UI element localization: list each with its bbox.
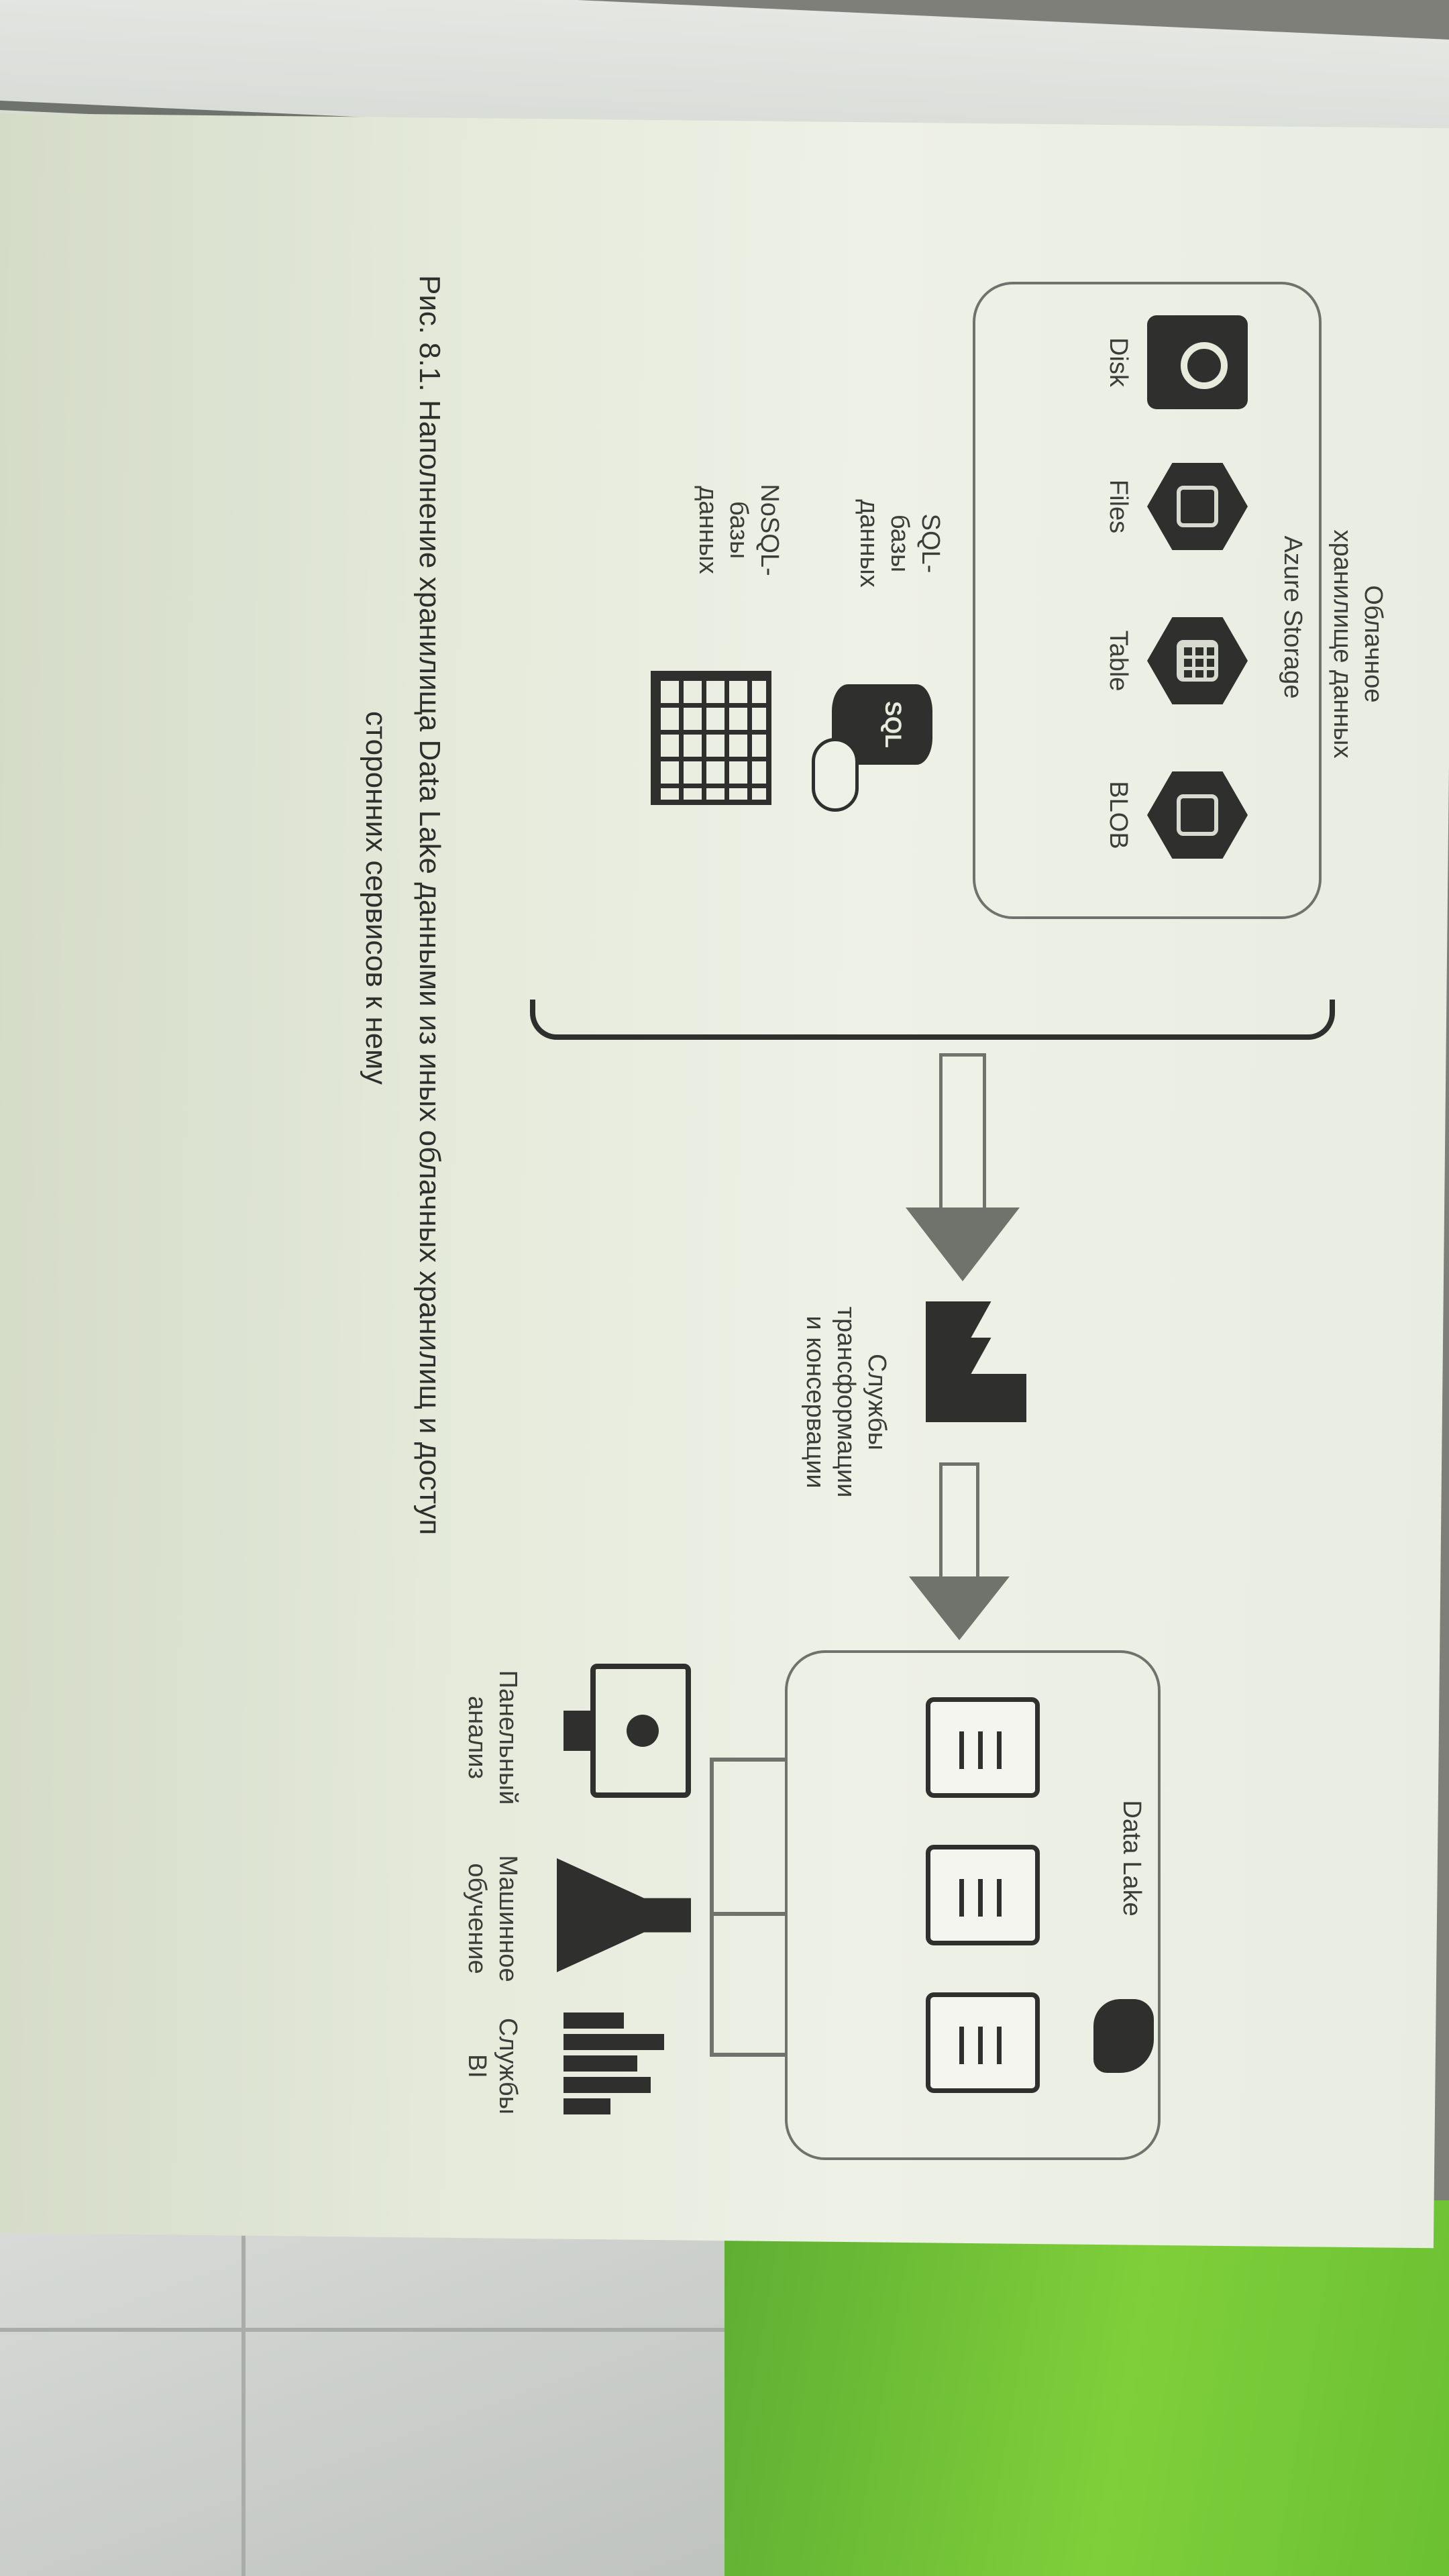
grouping-brace (530, 1000, 1335, 1040)
storage-item-label: Files (1104, 479, 1132, 534)
figure-caption: Рис. 8.1. Наполнение хранилища Data Lake… (413, 275, 446, 1536)
nosql-table-icon (651, 671, 771, 805)
tile-grout (0, 2328, 738, 2332)
arrow-shaft (939, 1053, 986, 1214)
bar-chart-icon (564, 2012, 678, 2120)
monitor-icon (590, 1664, 691, 1798)
monitor-stand (564, 1711, 590, 1751)
connector-line (711, 1912, 785, 1916)
file-icon (926, 1992, 1040, 2093)
arrow-head-icon (909, 1576, 1010, 1640)
storage-item-label: Table (1104, 630, 1132, 692)
cloud-storage-label: Облачное хранилище данных (1328, 529, 1387, 759)
figure-caption-cont: сторонних сервисов к нему (360, 711, 392, 1085)
figure: Облачное хранилище данных Azure Storage … (174, 275, 1415, 2160)
hippo-logo-icon (1093, 1999, 1154, 2073)
disk-icon (1147, 315, 1248, 409)
sql-db-label: SQL- базы данных (855, 499, 945, 588)
consumer-label: Панельный анализ (463, 1670, 522, 1805)
cloud-icon (812, 738, 859, 812)
azure-storage-label: Azure Storage (1279, 535, 1307, 699)
transform-services-label: Службы трансформации и консервации (801, 1306, 891, 1498)
connector-line (710, 1758, 714, 2057)
consumer-label: Машинное обучение (463, 1855, 522, 1982)
green-surface (724, 2200, 1449, 2576)
data-lake-label: Data Lake (1118, 1800, 1146, 1917)
file-icon (926, 1845, 1040, 1945)
floor-tiles (0, 2187, 738, 2576)
storage-item-label: Disk (1104, 337, 1132, 387)
file-icon (926, 1697, 1040, 1798)
consumer-label: Службы BI (463, 2018, 522, 2114)
sql-icon-text: SQL (880, 701, 906, 748)
factory-icon (926, 1301, 1026, 1422)
flask-icon (557, 1858, 691, 1972)
connector-line (711, 1758, 785, 1762)
storage-item-label: BLOB (1104, 781, 1132, 849)
arrow-shaft (939, 1462, 979, 1583)
nosql-db-label: NoSQL- базы данных (694, 484, 784, 576)
connector-line (711, 2053, 785, 2057)
tile-grout (241, 2187, 246, 2576)
arrow-head-icon (906, 1208, 1020, 1281)
